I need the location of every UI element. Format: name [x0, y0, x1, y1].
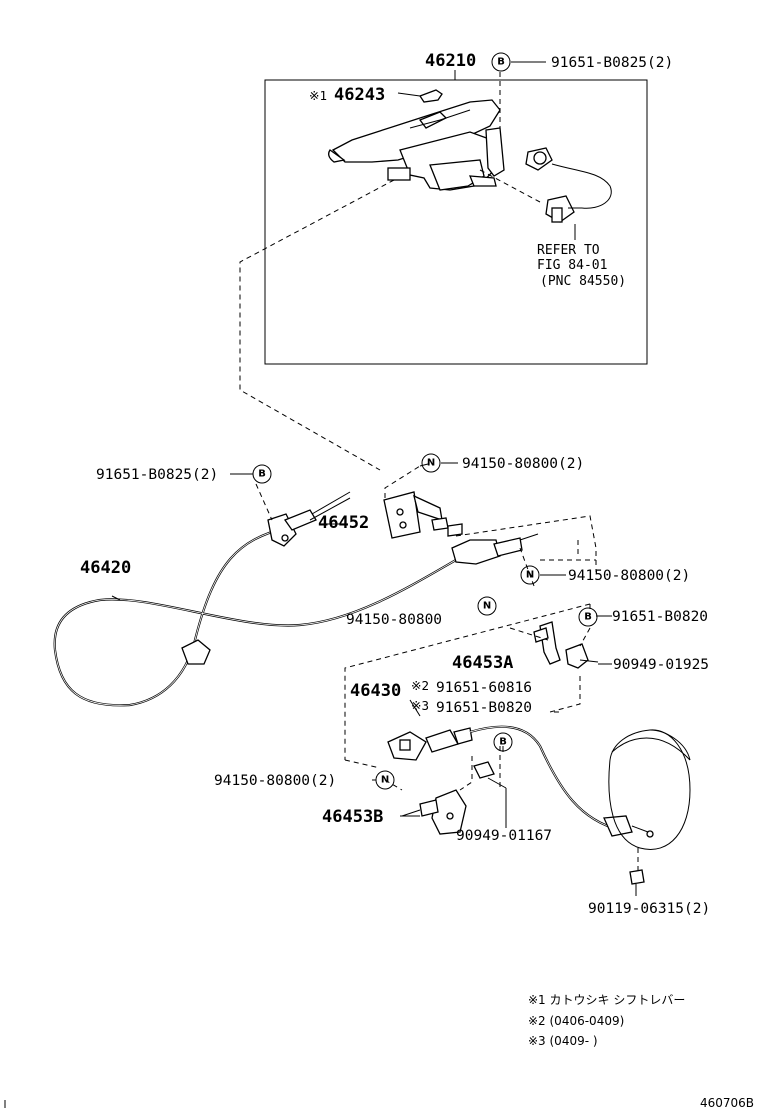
screw-90119-icon[interactable] [629, 848, 645, 896]
label-46243-mark: ※1 [309, 88, 327, 103]
label-46453b: 46453B [322, 807, 383, 827]
svg-text:N: N [427, 458, 435, 469]
bracket-46453B[interactable] [401, 789, 467, 835]
bracket-46452[interactable] [383, 491, 463, 539]
bolt-b-marker-low: B [493, 732, 513, 752]
refer-line-2: FIG 84-01 [537, 258, 607, 273]
nut-n-marker-top: N [421, 453, 441, 473]
label-90949-01925: 90949-01925 [613, 657, 709, 673]
footnote-3: ※3 (0409- ) [528, 1034, 598, 1048]
nut-n-marker-low: N [375, 770, 395, 790]
diagram-id: 460706B [700, 1096, 754, 1110]
svg-text:B: B [584, 612, 592, 623]
part-46243-icon[interactable] [397, 89, 443, 103]
label-91651-b0825-left: 91651-B0825(2) [96, 467, 218, 483]
footnote-2: ※2 (0406-0409) [528, 1014, 624, 1028]
svg-text:N: N [483, 601, 491, 612]
clip-90949-01167-icon[interactable] [473, 761, 507, 828]
label-90949-01167: 90949-01167 [456, 828, 552, 844]
bolt-b-marker-left: B [252, 464, 272, 484]
label-91651-60816: 91651-60816 [436, 680, 532, 696]
label-94150-80800-low: 94150-80800(2) [214, 773, 336, 789]
label-46210: 46210 [425, 51, 476, 71]
label-46430: 46430 [350, 681, 401, 701]
cable-46430[interactable] [387, 725, 654, 838]
svg-text:B: B [258, 469, 266, 480]
label-91651-b0820-low: 91651-B0820 [436, 700, 532, 716]
svg-text:B: B [497, 57, 505, 68]
label-46453a: 46453A [452, 653, 513, 673]
shift-switch-connector[interactable] [525, 147, 612, 240]
bolt-b-marker-top: B [491, 52, 511, 72]
cable-46420[interactable] [53, 491, 539, 707]
svg-text:N: N [381, 775, 389, 786]
nut-n-marker-mid: N [477, 596, 497, 616]
label-91651-b0820-mark: ※3 [411, 698, 429, 713]
refer-line-3: (PNC 84550) [540, 274, 626, 289]
label-90119-06315: 90119-06315(2) [588, 901, 710, 917]
label-94150-80800-top: 94150-80800(2) [462, 456, 584, 472]
refer-line-1: REFER TO [537, 243, 600, 258]
label-91651-b0820-right: 91651-B0820 [612, 609, 708, 625]
bolt-b-marker-right: B [578, 607, 598, 627]
label-46420: 46420 [80, 558, 131, 578]
label-91651-60816-mark: ※2 [411, 678, 429, 693]
svg-text:B: B [499, 737, 507, 748]
nut-n-marker-right: N [520, 565, 540, 585]
brake-drum [608, 729, 691, 850]
bracket-46453A[interactable] [533, 621, 599, 669]
svg-text:N: N [526, 570, 534, 581]
label-46243: 46243 [334, 85, 385, 105]
label-94150-80800-mid: 94150-80800 [346, 612, 442, 628]
footnote-1: ※1 カトウシキ シフトレバー [528, 993, 685, 1007]
label-46452: 46452 [318, 513, 369, 533]
label-91651-b0825-top: 91651-B0825(2) [551, 55, 673, 71]
shift-lever-part[interactable] [328, 99, 505, 191]
shift-lever-assembly-box [264, 70, 648, 365]
label-94150-80800-right: 94150-80800(2) [568, 568, 690, 584]
